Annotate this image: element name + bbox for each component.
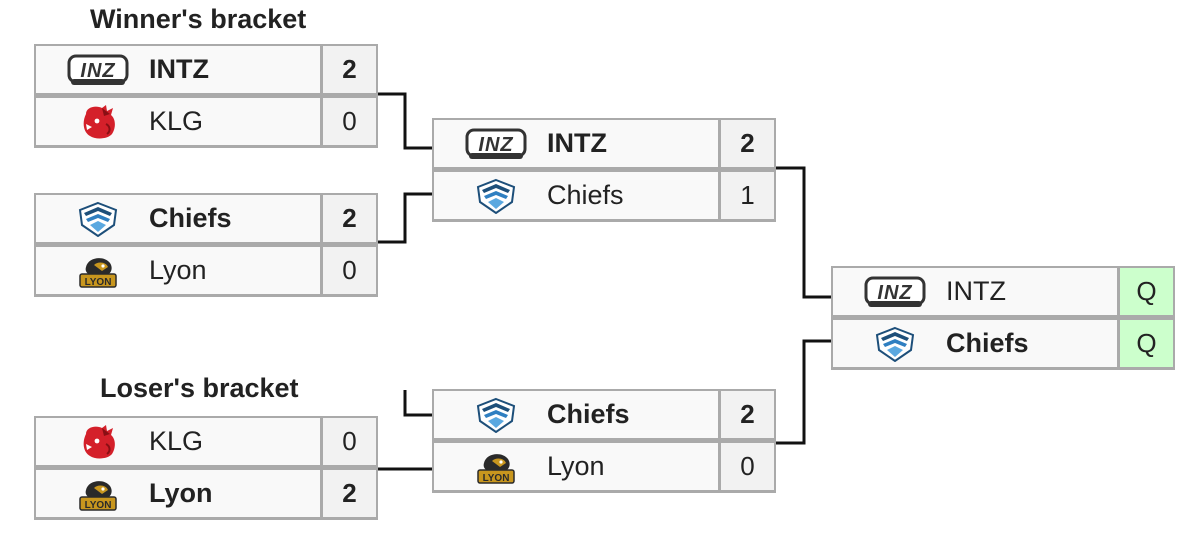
connector-wb2-to-wbfinal — [378, 192, 433, 244]
match-team-row: KLG 0 — [36, 98, 376, 145]
team-name: INTZ — [547, 128, 607, 158]
score-cell: 1 — [721, 172, 774, 219]
score-cell: 2 — [323, 195, 376, 242]
team-name: KLG — [149, 106, 204, 136]
winners-bracket-heading: Winner's bracket — [90, 4, 307, 34]
score-cell: 0 — [323, 418, 376, 465]
team-cell: Chiefs — [434, 172, 718, 219]
klg-rhino-logo-icon — [66, 104, 130, 140]
match-wb-r1-m2: Chiefs 2 Lyon 0 — [34, 193, 378, 297]
match-team-row: Lyon 0 — [36, 247, 376, 294]
team-cell: Chiefs — [833, 320, 1117, 367]
score-cell: 2 — [721, 120, 774, 167]
score-cell: 2 — [323, 470, 376, 517]
match-team-row: Chiefs 2 — [434, 391, 774, 438]
lyon-lion-logo-icon — [66, 476, 130, 512]
score-cell: 2 — [323, 46, 376, 93]
match-team-row: Chiefs Q — [833, 320, 1173, 367]
team-name: Chiefs — [946, 328, 1029, 358]
losers-bracket-heading: Loser's bracket — [100, 373, 299, 403]
team-name: Lyon — [547, 451, 605, 481]
team-cell: Chiefs — [36, 195, 320, 242]
team-name: INTZ — [946, 276, 1006, 306]
team-cell: INTZ — [833, 268, 1117, 315]
match-team-row: INTZ 2 — [434, 120, 774, 167]
team-cell: Lyon — [36, 247, 320, 294]
team-cell: Chiefs — [434, 391, 718, 438]
team-name: KLG — [149, 426, 204, 456]
match-wb-final: INTZ 2 Chiefs 1 — [432, 118, 776, 222]
chiefs-shield-logo-icon — [66, 201, 130, 237]
match-lb-r1: KLG 0 Lyon 2 — [34, 416, 378, 520]
team-name: INTZ — [149, 54, 209, 84]
team-name: Chiefs — [547, 399, 630, 429]
connector-lb-drop-in — [403, 390, 433, 417]
klg-rhino-logo-icon — [66, 424, 130, 460]
lyon-lion-logo-icon — [66, 253, 130, 289]
connector-wbfinal-to-qualified — [776, 166, 832, 299]
score-cell: 0 — [721, 443, 774, 490]
score-cell: 0 — [323, 247, 376, 294]
intz-logo-icon — [464, 126, 528, 162]
intz-logo-icon — [66, 52, 130, 88]
connector-lbfinal-to-qualified — [776, 339, 832, 445]
score-cell: 0 — [323, 98, 376, 145]
team-cell: INTZ — [434, 120, 718, 167]
team-cell: KLG — [36, 98, 320, 145]
connector-wb1-to-wbfinal — [378, 92, 433, 150]
match-team-row: Lyon 0 — [434, 443, 774, 490]
match-qualified: INTZ Q Chiefs Q — [831, 266, 1175, 370]
match-lb-final: Chiefs 2 Lyon 0 — [432, 389, 776, 493]
match-team-row: INTZ 2 — [36, 46, 376, 93]
chiefs-shield-logo-icon — [863, 326, 927, 362]
match-team-row: Lyon 2 — [36, 470, 376, 517]
team-cell: Lyon — [36, 470, 320, 517]
team-name: Lyon — [149, 478, 213, 508]
chiefs-shield-logo-icon — [464, 178, 528, 214]
team-name: Chiefs — [547, 180, 624, 210]
team-name: Chiefs — [149, 203, 232, 233]
intz-logo-icon — [863, 274, 927, 310]
match-team-row: INTZ Q — [833, 268, 1173, 315]
match-team-row: KLG 0 — [36, 418, 376, 465]
match-team-row: Chiefs 1 — [434, 172, 774, 219]
match-wb-r1-m1: INTZ 2 KLG 0 — [34, 44, 378, 148]
score-cell: 2 — [721, 391, 774, 438]
team-cell: INTZ — [36, 46, 320, 93]
chiefs-shield-logo-icon — [464, 397, 528, 433]
lyon-lion-logo-icon — [464, 449, 528, 485]
team-cell: Lyon — [434, 443, 718, 490]
team-name: Lyon — [149, 255, 207, 285]
qualified-score-cell: Q — [1120, 320, 1173, 367]
match-team-row: Chiefs 2 — [36, 195, 376, 242]
qualified-score-cell: Q — [1120, 268, 1173, 315]
team-cell: KLG — [36, 418, 320, 465]
